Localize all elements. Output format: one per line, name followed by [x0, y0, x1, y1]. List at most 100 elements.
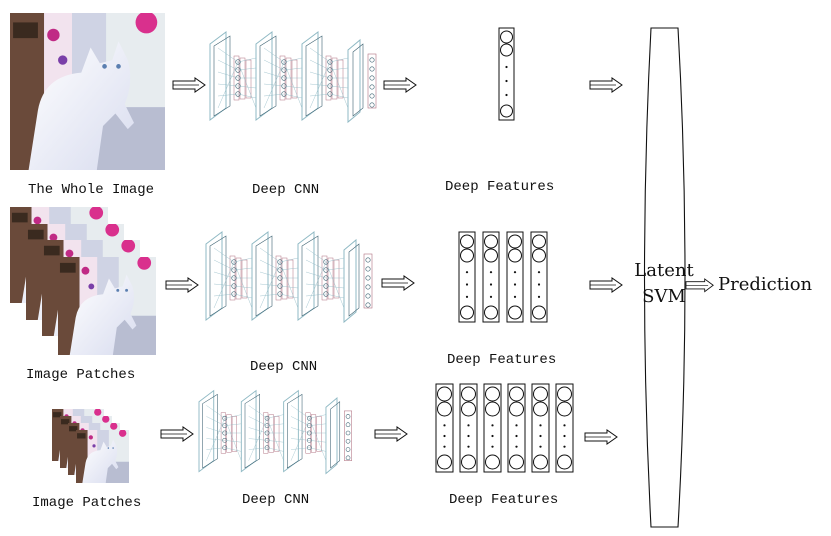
feature-vector-box [435, 383, 454, 473]
cnn-label: Deep CNN [242, 492, 309, 508]
row-2: Image Patches Deep CNN Deep Features [10, 207, 623, 383]
feature-vector-box [458, 231, 476, 323]
connection [213, 247, 235, 263]
connection [309, 71, 331, 79]
connection [233, 293, 253, 299]
feature-vector [507, 383, 526, 473]
arrow-icon [374, 426, 408, 442]
connection [305, 261, 327, 309]
node [231, 283, 237, 289]
connection [329, 93, 349, 99]
node [365, 266, 371, 272]
connection [309, 61, 331, 109]
node [231, 267, 237, 273]
node [345, 414, 351, 419]
neuron-circle [500, 43, 513, 57]
connection [309, 440, 326, 443]
node [222, 445, 228, 451]
connection [259, 293, 281, 297]
arrow-outline [160, 426, 194, 442]
arrow-outline [374, 426, 408, 442]
filter-bank [316, 416, 322, 452]
node [365, 302, 371, 308]
feature-map [283, 389, 299, 473]
feature-vector-group [458, 231, 548, 323]
connection [290, 447, 310, 450]
connection [263, 61, 285, 109]
connection [305, 271, 327, 279]
ellipsis-dot [491, 424, 494, 427]
connection [213, 261, 235, 309]
connection [224, 440, 242, 443]
feature-map [255, 31, 273, 121]
cnn-block [209, 31, 377, 124]
connection [325, 257, 345, 263]
connection [237, 61, 257, 109]
feature-vector [482, 231, 500, 323]
filter-bank [241, 259, 248, 299]
feature-map [244, 393, 260, 469]
arrow-icon [589, 77, 623, 93]
connection [263, 93, 285, 97]
arrow-outline [381, 275, 415, 291]
ellipsis-dot [489, 271, 493, 274]
image-patch [76, 430, 129, 483]
connection [263, 59, 285, 71]
cnn-stage [255, 31, 303, 121]
cnn-fc-stage [347, 38, 377, 124]
arrow-outline [383, 77, 417, 93]
features-label: Deep Features [447, 352, 556, 368]
neuron-circle [485, 454, 500, 470]
connection [259, 261, 281, 309]
feature-map [352, 43, 364, 117]
neuron-circle [461, 386, 476, 402]
connection [237, 57, 257, 63]
neuron-circle [533, 386, 548, 402]
node [231, 259, 237, 265]
feature-map [209, 235, 227, 317]
neuron-circle [500, 30, 513, 44]
ellipsis-dot [539, 424, 542, 427]
feature-map [305, 35, 323, 117]
ellipsis-dot [513, 283, 517, 286]
connection [233, 261, 253, 309]
connection [329, 61, 349, 109]
filter-bank [291, 59, 298, 99]
cnn-label: Deep CNN [252, 182, 319, 198]
cnn-block [198, 389, 352, 475]
connection [267, 414, 284, 419]
cnn-stage [251, 231, 299, 321]
ellipsis-dot [489, 283, 493, 286]
neuron-circle [509, 454, 524, 470]
feature-map [213, 35, 231, 117]
connection [213, 271, 235, 279]
connection [224, 414, 242, 419]
ellipsis-dot [465, 295, 469, 298]
node [369, 93, 375, 99]
node [369, 66, 375, 72]
arrow-icon [383, 77, 417, 93]
node [323, 259, 329, 265]
feature-map [287, 393, 303, 469]
ellipsis-dot [491, 445, 494, 448]
connection [217, 47, 239, 63]
svm-label-line2: SVM [642, 286, 686, 307]
node [222, 415, 228, 421]
feature-vector-group [498, 27, 515, 121]
neuron-circle [484, 234, 498, 249]
cnn-label: Deep CNN [250, 359, 317, 375]
ellipsis-dot [515, 434, 518, 438]
prediction-label: Prediction [718, 274, 813, 295]
connection [309, 47, 331, 63]
arrow-icon [685, 278, 714, 293]
node [277, 283, 283, 289]
feature-map [209, 31, 227, 121]
connection [224, 418, 242, 461]
connection [267, 440, 284, 443]
node [235, 91, 241, 97]
ellipsis-dot [465, 271, 469, 274]
connection [283, 61, 303, 109]
arrow-icon [584, 429, 618, 445]
ellipsis-dot [491, 434, 494, 438]
